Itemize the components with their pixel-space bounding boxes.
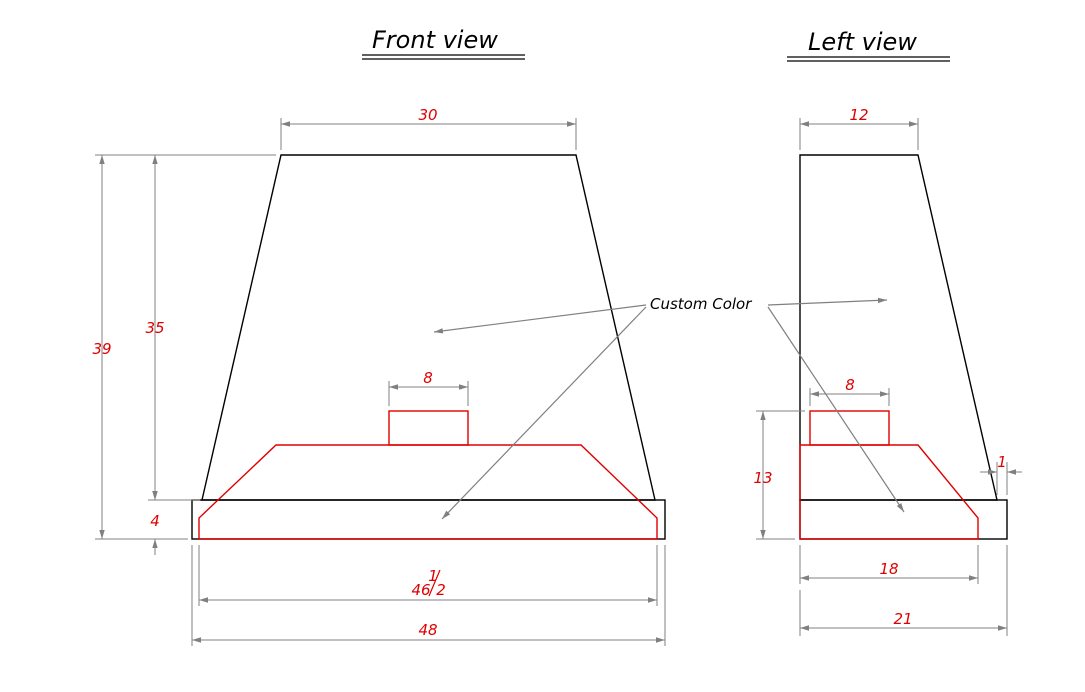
- callout-leader-front-body: [433, 304, 647, 334]
- callout-leader-left-body: [767, 297, 888, 306]
- dim-left-collar-depth-label: 8: [845, 376, 855, 394]
- front-liner-outline: [198, 444, 658, 540]
- left-collar: [809, 410, 890, 446]
- left-view-title-text: Left view: [808, 28, 917, 56]
- dim-front-base-height-label: 4: [150, 512, 160, 530]
- dim-left-top-depth-label: 12: [849, 106, 868, 124]
- dim-left-base-depth: 21: [799, 545, 1008, 636]
- dim-left-base-depth-label: 21: [893, 610, 912, 628]
- front-view-title-text: Front view: [372, 26, 498, 54]
- dim-front-body-height: 35: [145, 155, 200, 501]
- callout-leader-front-base: [441, 306, 647, 520]
- front-hood-body: [201, 154, 656, 501]
- dim-front-total-height: 39: [92, 154, 276, 540]
- dim-front-liner-width-main: 46: [411, 581, 430, 599]
- dim-front-collar-width-label: 8: [423, 369, 433, 387]
- dim-left-collar-depth: 8: [809, 376, 890, 406]
- left-hood-base: [799, 499, 1008, 540]
- dim-left-liner-height-label: 13: [753, 469, 772, 487]
- left-view-title: Left view: [787, 28, 950, 62]
- dim-left-liner-depth: 18: [799, 545, 979, 584]
- left-hood-body: [799, 154, 998, 501]
- callout-leader-left-base: [767, 306, 905, 513]
- custom-color-callout: Custom Color: [433, 295, 905, 520]
- front-view: 30 39 35 4 8: [92, 106, 666, 646]
- dim-front-liner-width-den: 2: [436, 581, 446, 599]
- dim-front-collar-width: 8: [388, 369, 469, 406]
- left-liner-outline: [799, 444, 979, 540]
- left-view: 12 8 13 1 18: [753, 106, 1022, 636]
- dim-left-liner-depth-label: 18: [879, 560, 898, 578]
- dim-front-top-width-label: 30: [418, 106, 437, 124]
- front-view-title: Front view: [362, 26, 525, 60]
- front-collar: [388, 410, 469, 446]
- dim-left-top-depth: 12: [799, 106, 919, 150]
- dim-front-base-width-label: 48: [418, 621, 437, 639]
- dim-front-liner-width: 1 46 2: [198, 545, 658, 606]
- dim-front-base-height: 4: [150, 484, 160, 555]
- dim-front-top-width: 30: [280, 106, 577, 150]
- dim-front-body-height-label: 35: [145, 319, 164, 337]
- dim-front-total-height-label: 39: [92, 340, 111, 358]
- front-hood-base: [191, 499, 666, 540]
- dim-left-liner-height: 13: [753, 410, 805, 540]
- dim-left-offset-label: 1: [997, 453, 1007, 471]
- dim-front-base-width: 48: [191, 545, 666, 646]
- dim-front-liner-width-num: 1: [428, 567, 438, 585]
- dim-left-offset: 1: [980, 453, 1022, 495]
- custom-color-callout-text: Custom Color: [650, 295, 752, 313]
